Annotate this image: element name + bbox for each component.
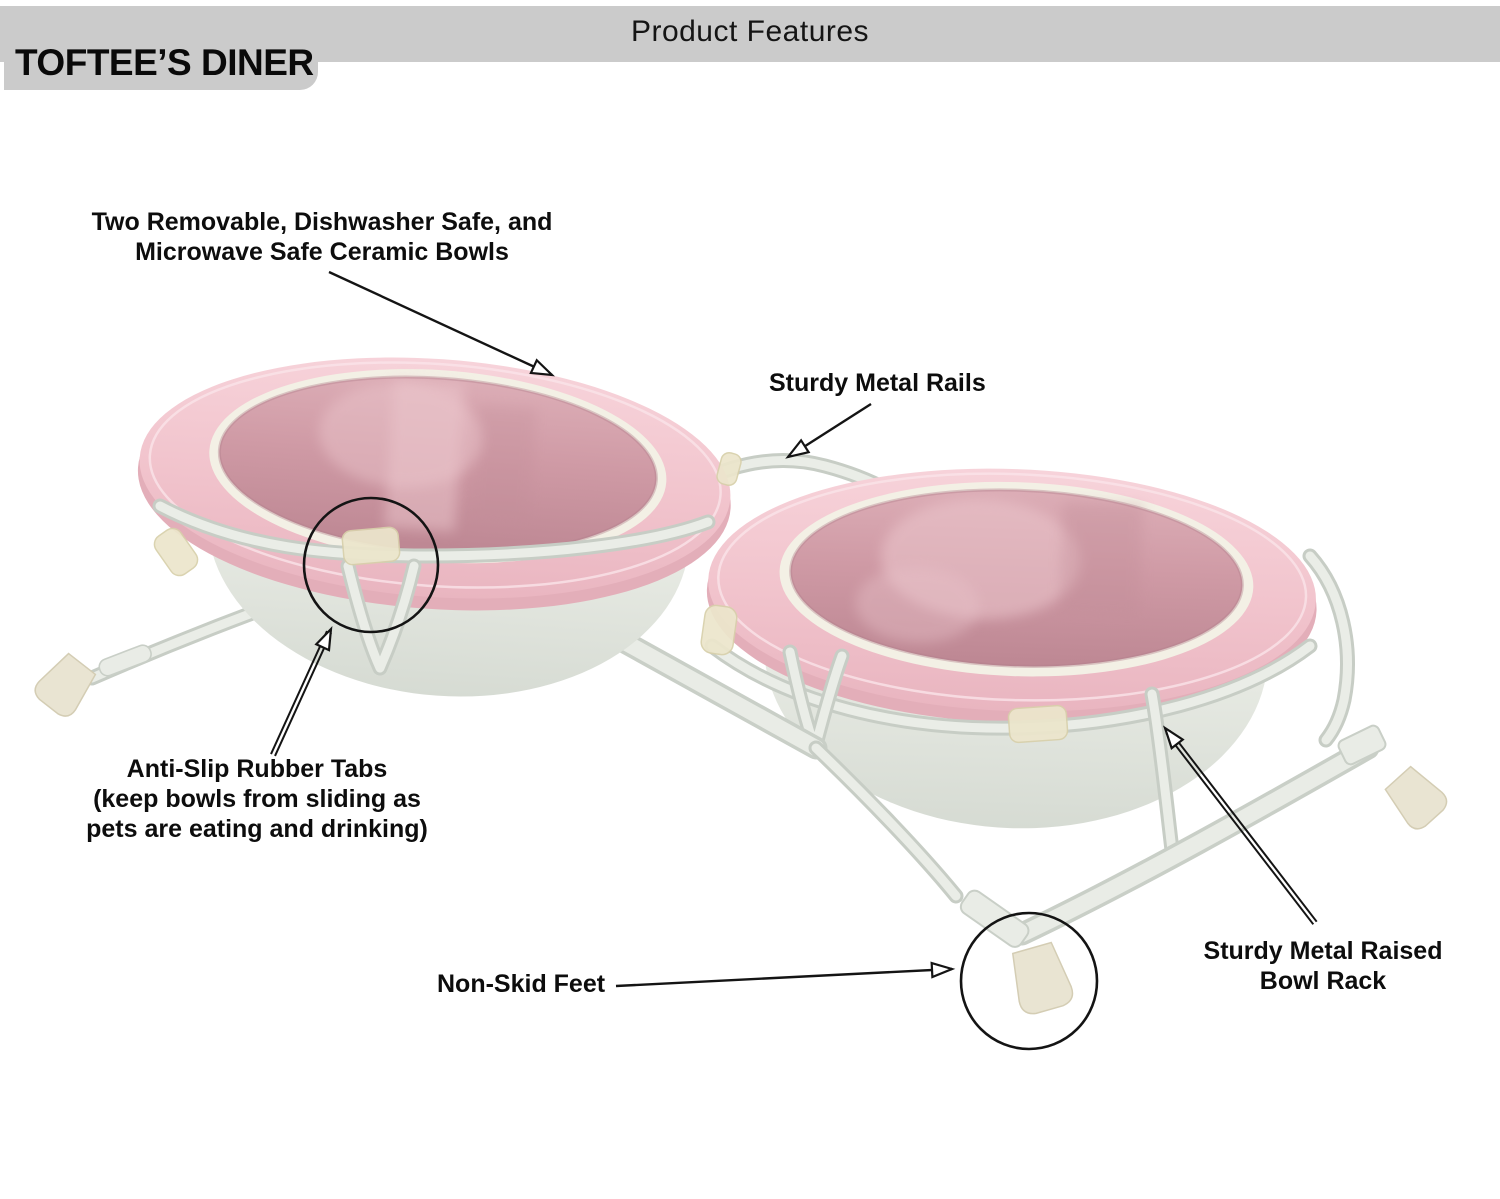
highlight-circle-foot <box>959 911 1099 1051</box>
antislip-tab-left-rear <box>716 452 742 486</box>
arrow-antislip <box>270 625 333 757</box>
label-line: Microwave Safe Ceramic Bowls <box>135 238 509 266</box>
label-line: Anti-Slip Rubber Tabs <box>126 755 388 783</box>
annotation-arrows <box>270 270 1318 988</box>
left-foot <box>34 652 97 717</box>
label-nonskid-feet: Non-Skid Feet <box>437 970 606 998</box>
label-line: Bowl Rack <box>1259 967 1387 995</box>
arrow-rails <box>785 402 872 459</box>
label-antislip-tabs: Anti-Slip Rubber Tabs (keep bowls from s… <box>76 754 438 844</box>
front-right-foot <box>1011 941 1074 1015</box>
highlight-circle-antislip <box>302 496 440 634</box>
antislip-tab-right-front <box>1007 704 1069 744</box>
metal-rack-left <box>34 452 742 717</box>
brand-banner <box>4 6 318 90</box>
arrow-rack <box>1162 725 1318 925</box>
antislip-tab-left-side <box>153 527 199 577</box>
antislip-tab-right-side <box>700 604 738 656</box>
label-metal-rails: Sturdy Metal Rails <box>769 369 986 397</box>
right-bowl <box>706 468 1317 829</box>
label-raised-rack: Sturdy Metal Raised Bowl Rack <box>1162 936 1484 996</box>
label-line: (keep bowls from sliding as <box>93 785 421 813</box>
brand-name: TOFTEE’S DINER <box>15 42 314 83</box>
label-line: Sturdy Metal Raised <box>1203 937 1443 965</box>
page-title: Product Features <box>630 15 870 48</box>
rear-right-foot <box>1384 765 1448 830</box>
label-line: pets are eating and drinking) <box>86 815 428 843</box>
arrow-nonskid <box>615 961 956 988</box>
label-ceramic-bowls: Two Removable, Dishwasher Safe, and Micr… <box>62 207 582 267</box>
label-line: Two Removable, Dishwasher Safe, and <box>91 208 553 236</box>
antislip-tab-left-front <box>341 526 401 566</box>
arrow-bowls <box>328 270 556 377</box>
